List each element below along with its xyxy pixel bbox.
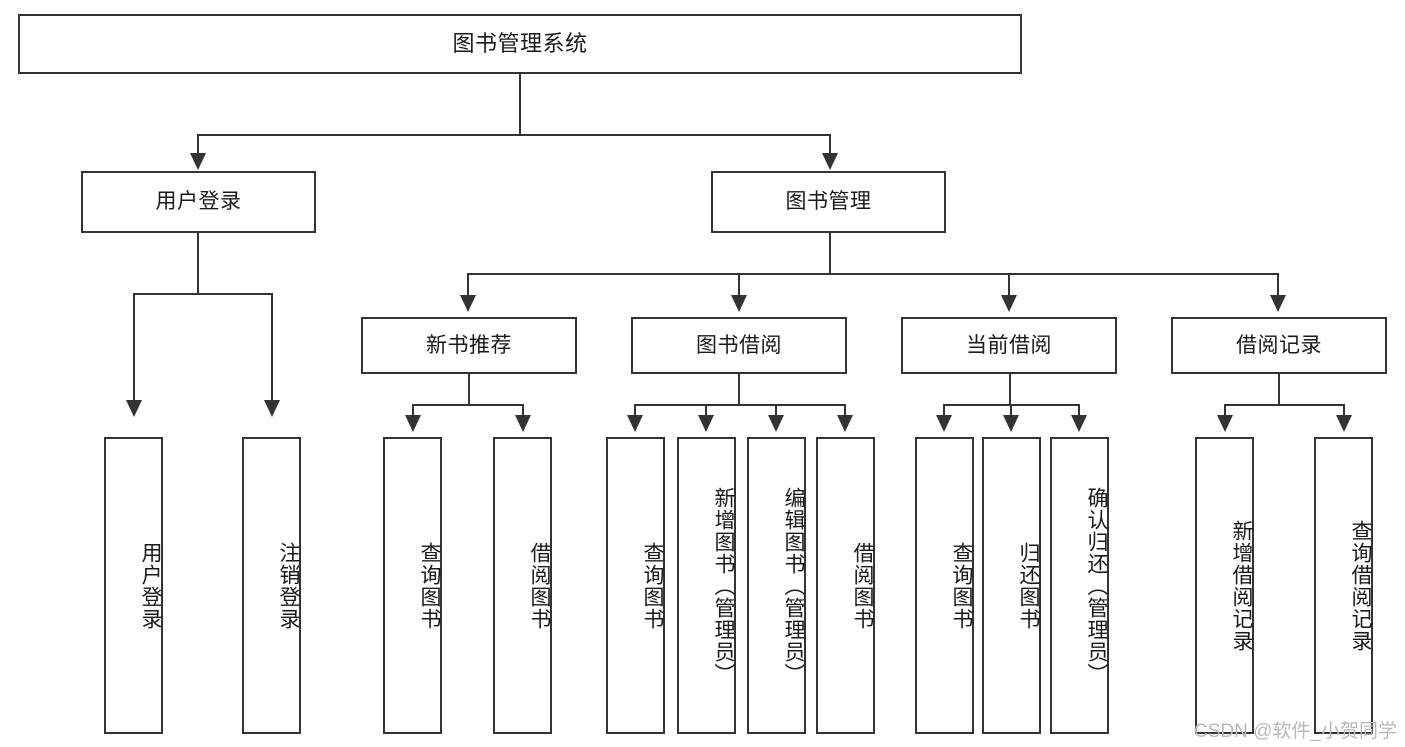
- node-borrow-record[interactable]: 借阅记录: [1171, 317, 1387, 374]
- node-leaf-query-book-2-label: 查询图书: [641, 541, 664, 630]
- node-leaf-query-book-2[interactable]: 查询图书: [606, 437, 665, 734]
- node-leaf-confirm-return-label: 确认归还（管理员）: [1085, 486, 1108, 685]
- connector-book-borrow-leaf-1: [634, 404, 637, 420]
- node-root-book-management-system[interactable]: 图书管理系统: [18, 14, 1022, 74]
- node-book-borrow[interactable]: 图书借阅: [631, 317, 847, 374]
- node-leaf-add-record[interactable]: 新增借阅记录: [1195, 437, 1254, 734]
- node-current-borrow-label: 当前借阅: [966, 333, 1052, 357]
- node-leaf-logout-login-label: 注销登录: [277, 541, 300, 630]
- node-book-management-label: 图书管理: [785, 190, 872, 214]
- arrowhead-book-borrow-leaf-3: [768, 415, 784, 432]
- node-leaf-add-book-label: 新增图书（管理员）: [712, 486, 735, 685]
- node-new-book-recommend[interactable]: 新书推荐: [361, 317, 577, 374]
- connector-user-login-to-leaf-2: [271, 293, 274, 403]
- node-leaf-query-record-label: 查询借阅记录: [1349, 519, 1372, 652]
- connector-current-borrow-leaf-1: [943, 404, 946, 420]
- connector-root-stem: [519, 74, 522, 136]
- arrowhead-to-book-borrow: [731, 295, 747, 312]
- node-borrow-record-label: 借阅记录: [1236, 333, 1322, 357]
- connector-to-new-book-recommend: [467, 273, 470, 301]
- node-user-login-label: 用户登录: [155, 190, 242, 214]
- arrowhead-new-book-recommend-leaf-2: [515, 415, 531, 432]
- node-leaf-return-book-label: 归还图书: [1017, 541, 1040, 630]
- connector-book-borrow-leaf-3: [775, 404, 778, 420]
- arrowhead-current-borrow-leaf-1: [936, 415, 952, 432]
- node-book-management[interactable]: 图书管理: [711, 171, 946, 233]
- arrowhead-root-to-user-login: [190, 153, 206, 170]
- node-leaf-user-login[interactable]: 用户登录: [104, 437, 163, 734]
- arrowhead-root-to-book-management: [822, 153, 838, 170]
- connector-root-to-user-login: [197, 134, 200, 161]
- connector-borrow-record-leaf-1: [1224, 404, 1227, 420]
- node-leaf-query-record[interactable]: 查询借阅记录: [1314, 437, 1373, 734]
- connector-current-borrow-leaf-2: [1010, 404, 1013, 420]
- connector-borrow-record-bus: [1224, 404, 1344, 407]
- arrowhead-book-borrow-leaf-4: [837, 415, 853, 432]
- node-leaf-borrow-book-2[interactable]: 借阅图书: [816, 437, 875, 734]
- node-leaf-edit-book-label: 编辑图书（管理员）: [782, 486, 805, 685]
- node-leaf-user-login-label: 用户登录: [139, 541, 162, 630]
- connector-user-login-bus: [133, 293, 272, 296]
- node-leaf-add-record-label: 新增借阅记录: [1230, 519, 1253, 652]
- connector-to-book-borrow: [738, 273, 741, 301]
- node-leaf-logout-login[interactable]: 注销登录: [242, 437, 301, 734]
- connector-current-borrow-stem: [1009, 374, 1012, 406]
- node-leaf-return-book[interactable]: 归还图书: [982, 437, 1041, 734]
- arrowhead-current-borrow-leaf-2: [1003, 415, 1019, 432]
- connector-book-borrow-bus: [634, 404, 846, 407]
- node-root-label: 图书管理系统: [452, 30, 588, 56]
- node-leaf-borrow-book-1[interactable]: 借阅图书: [493, 437, 552, 734]
- connector-new-book-recommend-bus: [412, 404, 524, 407]
- connector-book-management-stem: [829, 233, 832, 275]
- arrowhead-to-new-book-recommend: [460, 295, 476, 312]
- node-leaf-query-book-3[interactable]: 查询图书: [915, 437, 974, 734]
- connector-book-borrow-leaf-4: [844, 404, 847, 420]
- arrowhead-book-borrow-leaf-2: [698, 415, 714, 432]
- arrowhead-to-current-borrow: [1001, 295, 1017, 312]
- node-leaf-query-book-1[interactable]: 查询图书: [383, 437, 442, 734]
- node-leaf-query-book-3-label: 查询图书: [950, 541, 973, 630]
- connector-borrow-record-leaf-2: [1343, 404, 1346, 420]
- connector-book-borrow-stem: [738, 374, 741, 406]
- connector-new-book-recommend-leaf-2: [522, 404, 525, 420]
- arrowhead-to-borrow-record: [1270, 295, 1286, 312]
- node-new-book-recommend-label: 新书推荐: [426, 333, 512, 357]
- node-current-borrow[interactable]: 当前借阅: [901, 317, 1117, 374]
- node-leaf-edit-book[interactable]: 编辑图书（管理员）: [747, 437, 806, 734]
- node-book-borrow-label: 图书借阅: [696, 333, 782, 357]
- arrowhead-user-login-to-leaf-1: [126, 400, 142, 417]
- arrowhead-user-login-to-leaf-2: [264, 400, 280, 417]
- connector-to-current-borrow: [1008, 273, 1011, 301]
- connector-root-to-book-management: [829, 134, 832, 161]
- arrowhead-new-book-recommend-leaf-1: [405, 415, 421, 432]
- connector-book-borrow-leaf-2: [705, 404, 708, 420]
- connector-borrow-record-stem: [1278, 374, 1281, 406]
- connector-book-management-bus: [467, 273, 1279, 276]
- node-leaf-borrow-book-2-label: 借阅图书: [851, 541, 874, 630]
- node-leaf-query-book-1-label: 查询图书: [418, 541, 441, 630]
- node-leaf-borrow-book-1-label: 借阅图书: [528, 541, 551, 630]
- connector-to-borrow-record: [1277, 273, 1280, 301]
- connector-current-borrow-leaf-3: [1078, 404, 1081, 420]
- connector-user-login-stem: [197, 233, 200, 295]
- node-leaf-confirm-return[interactable]: 确认归还（管理员）: [1050, 437, 1109, 734]
- connector-root-bus: [197, 134, 831, 137]
- node-user-login[interactable]: 用户登录: [81, 171, 316, 233]
- arrowhead-borrow-record-leaf-2: [1336, 415, 1352, 432]
- arrowhead-book-borrow-leaf-1: [627, 415, 643, 432]
- node-leaf-add-book[interactable]: 新增图书（管理员）: [677, 437, 736, 734]
- arrowhead-borrow-record-leaf-1: [1217, 415, 1233, 432]
- connector-new-book-recommend-leaf-1: [412, 404, 415, 420]
- arrowhead-current-borrow-leaf-3: [1071, 415, 1087, 432]
- connector-new-book-recommend-stem: [468, 374, 471, 406]
- connector-user-login-to-leaf-1: [133, 293, 136, 403]
